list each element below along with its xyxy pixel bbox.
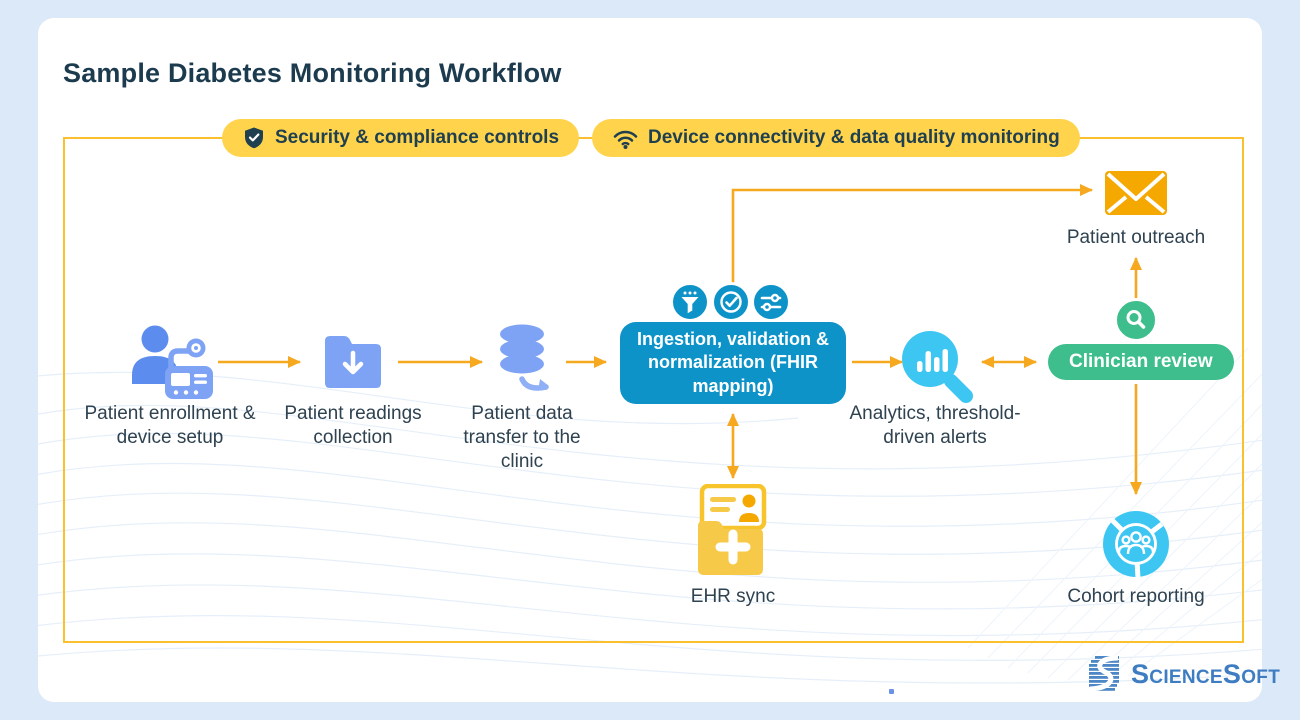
label-patient-enrollment: Patient enrollment & device setup (84, 403, 256, 448)
sciencesoft-logo-mark (1089, 655, 1119, 692)
wifi-icon (613, 130, 638, 149)
shield-check-icon (245, 127, 263, 149)
page-title: Sample Diabetes Monitoring Workflow (63, 58, 562, 88)
label-patient-readings: Patient readings collection (284, 403, 422, 448)
patient-device-icon (132, 325, 213, 399)
label-patient-data-transfer: Patient data transfer to the clinic (463, 403, 581, 472)
envelope-icon (1105, 171, 1167, 215)
ingestion-validation-normalization-box: Ingestion, validation & normalization (F… (620, 322, 846, 404)
badge-label: Security & compliance controls (275, 127, 560, 148)
filter-icon (670, 282, 710, 322)
folder-download-icon (325, 336, 381, 388)
clinician-review-pill: Clinician review (1048, 344, 1234, 380)
badge-label: Device connectivity & data quality monit… (648, 127, 1060, 148)
sciencesoft-logo: ScienceSoft (1085, 655, 1280, 693)
magnifier-icon (1114, 298, 1158, 342)
badge-security-compliance: Security & compliance controls (222, 119, 580, 157)
ehr-folder-icon (698, 484, 767, 575)
cohort-chart-icon (1103, 511, 1169, 578)
sciencesoft-logo-text: ScienceSoft (1131, 658, 1281, 689)
label-analytics-alerts: Analytics, threshold-driven alerts (849, 403, 1021, 448)
database-transfer-icon (500, 324, 549, 391)
label-patient-outreach: Patient outreach (1066, 227, 1206, 248)
label-ehr-sync: EHR sync (690, 586, 776, 607)
decorative-dot (889, 689, 894, 694)
sliders-icon (751, 282, 791, 322)
label-cohort-reporting: Cohort reporting (1067, 586, 1205, 607)
badge-device-connectivity: Device connectivity & data quality monit… (592, 119, 1080, 157)
analytics-magnifier-icon (902, 331, 973, 403)
check-circle-icon (711, 282, 751, 322)
